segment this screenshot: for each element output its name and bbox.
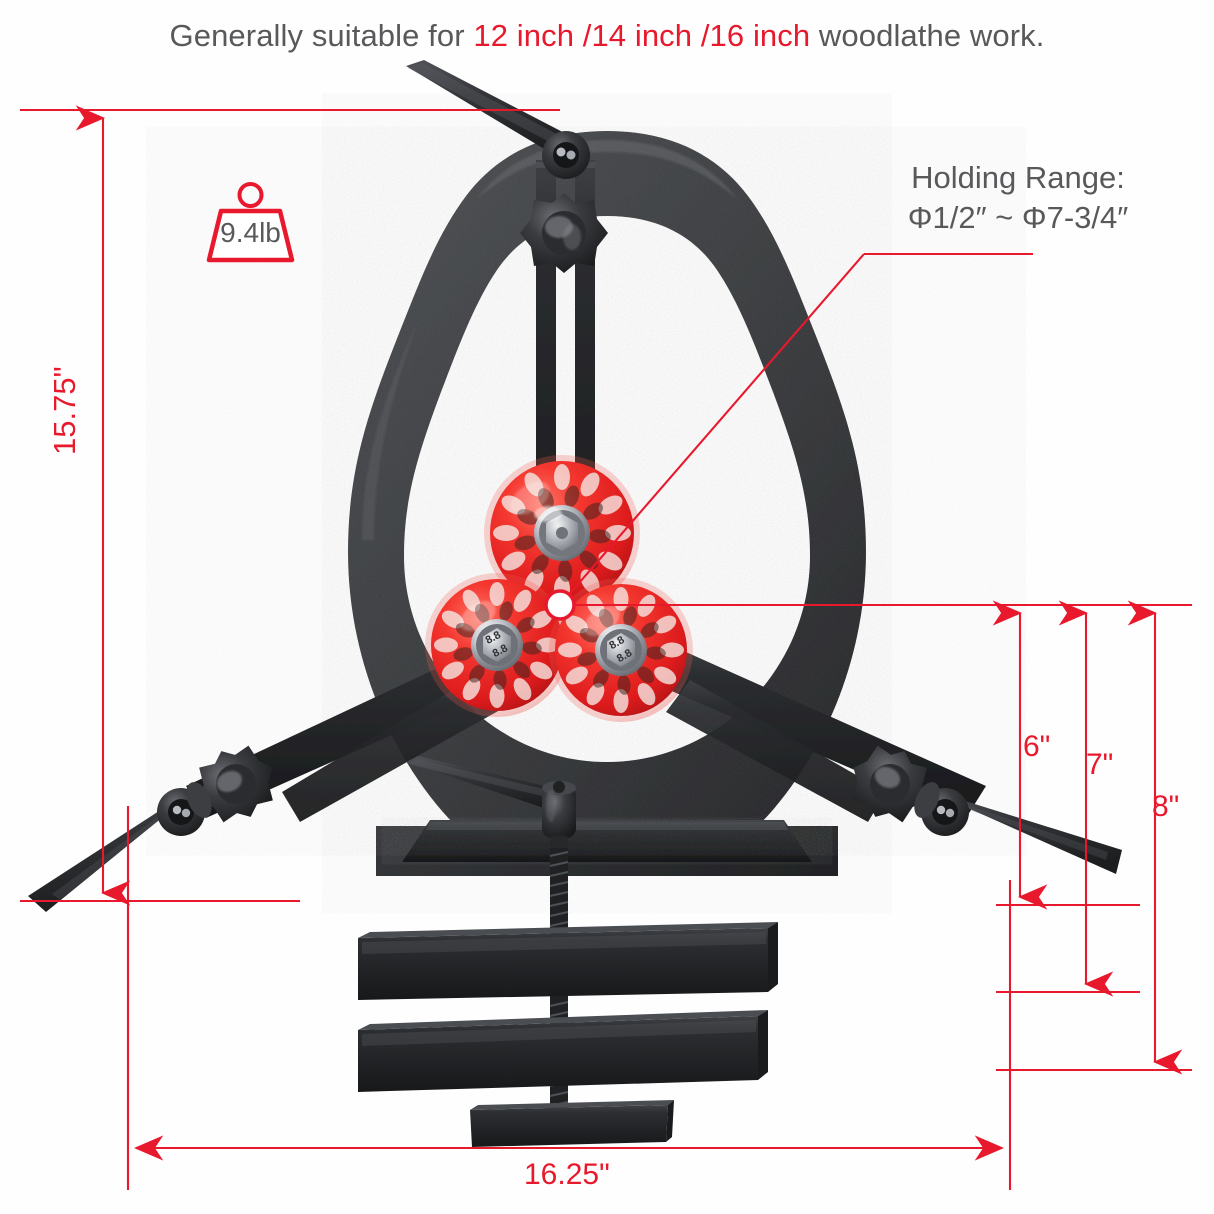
center-point-marker <box>544 589 576 621</box>
holding-range-callout: Holding Range: Φ1/2″ ~ Φ7-3/4″ <box>838 158 1198 237</box>
clamp-lever-bottom[interactable] <box>406 756 576 850</box>
page-title: Generally suitable for 12 inch /14 inch … <box>0 18 1214 54</box>
star-knob-left[interactable] <box>185 735 287 833</box>
wheel-bolt-left <box>483 628 511 662</box>
dimension-label-7in: 7" <box>1086 748 1114 781</box>
holding-range-title: Holding Range: <box>911 160 1125 195</box>
clamp-bar-upper <box>358 922 778 1000</box>
star-knob-top[interactable] <box>520 193 608 273</box>
frame-ring <box>348 131 866 876</box>
star-knob-right[interactable] <box>839 735 941 833</box>
frame-lower-flange <box>402 820 812 862</box>
roller-wheel-top <box>484 455 640 611</box>
roller-wheel-right: 8.8 8.8 <box>549 578 693 722</box>
headline-prefix: Generally suitable for <box>169 18 474 53</box>
clamp-bar-lower <box>358 1010 768 1092</box>
weight-icon <box>206 182 295 263</box>
holding-range-value: Φ1/2″ ~ Φ7-3/4″ <box>907 199 1129 235</box>
wheel-bolt-right <box>607 633 635 667</box>
dimension-label-width: 16.25" <box>524 1158 610 1191</box>
roller-wheel-left: 8.8 8.8 <box>425 573 569 717</box>
dimension-label-8in: 8" <box>1152 790 1180 823</box>
leader-diagonal <box>559 253 865 606</box>
weight-badge: 9.4lb <box>193 181 308 266</box>
dimension-label-6in: 6" <box>1023 730 1051 763</box>
weight-value: 9.4lb <box>220 217 281 248</box>
headline-highlight: 12 inch /14 inch /16 inch <box>473 18 811 53</box>
headline-suffix: woodlathe work. <box>810 18 1045 53</box>
dimension-label-height: 15.75" <box>47 366 82 455</box>
